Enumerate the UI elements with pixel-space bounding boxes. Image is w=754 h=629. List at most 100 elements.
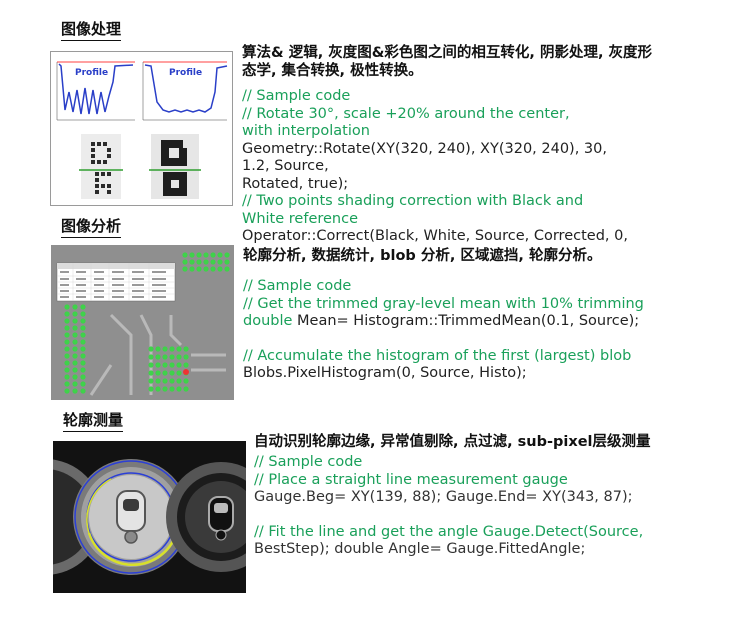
blob-dot [183,354,189,360]
blob-dot [224,259,230,265]
image-analysis-description: 轮廓分析, 数据统计, blob 分析, 区域遮挡, 轮廓分析。 [243,248,602,264]
blob-dot [196,252,202,258]
blob-dot [80,388,86,394]
blob-dot [80,332,86,338]
code-line: double Mean= Histogram::TrimmedMean(0.1,… [243,313,663,331]
blob-dot [162,362,168,368]
blob-dot [80,367,86,373]
blob-dot [183,362,189,368]
code-comment: // Fit the line and get the angle Gauge.… [254,523,644,540]
blob-dot [64,311,70,317]
blob-dot [72,325,78,331]
blob-dot [217,252,223,258]
code-line: Gauge.Beg= XY(139, 88); Gauge.End= XY(34… [254,489,633,505]
image-analysis-text: 轮廓分析, 数据统计, blob 分析, 区域遮挡, 轮廓分析。 // Samp… [243,247,663,383]
blob-dot [169,386,175,392]
blob-dot [176,354,182,360]
blob-dot [80,325,86,331]
blob-dot [64,304,70,310]
blob-dot [162,378,168,384]
blob-dot [72,311,78,317]
blob-dot [80,339,86,345]
blob-dot [196,266,202,272]
blob-dot [217,266,223,272]
blob-dot [72,374,78,380]
blob-dot [210,266,216,272]
blob-dot [148,370,154,376]
blob-dot [64,374,70,380]
blob-dot [64,332,70,338]
contour-measurement-text: 自动识别轮廓边缘, 异常值剔除, 点过滤, sub-pixel层级测量 // S… [254,433,654,559]
blob-dot [162,354,168,360]
blob-dot [162,370,168,376]
blob-dot [72,346,78,352]
blob-dot [155,354,161,360]
blob-dot [210,252,216,258]
blob-dot [72,318,78,324]
blob-dot [80,318,86,324]
blob-dot [183,386,189,392]
blob-dot [169,370,175,376]
blob-dot [162,386,168,392]
blob-dot [64,381,70,387]
blob-dot [189,266,195,272]
blob-dot [72,339,78,345]
blob-dot [203,266,209,272]
blob-dot [80,381,86,387]
blob-dot [72,367,78,373]
code-line: Geometry::Rotate(XY(320, 240), XY(320, 2… [242,140,607,175]
blob-dot [72,304,78,310]
blob-dot [182,252,188,258]
blob-dot [182,266,188,272]
blob-dot [176,346,182,352]
profile-label-right: Profile [169,68,203,78]
blob-dot [64,388,70,394]
code-fragment: Mean= Histogram::TrimmedMean(0.1, Source… [292,313,640,329]
blob-dot [148,386,154,392]
blob-dot [189,259,195,265]
image-analysis-figure [51,245,234,400]
blob-dot [72,381,78,387]
blob-dot [155,378,161,384]
contour-measurement-description: 自动识别轮廓边缘, 异常值剔除, 点过滤, sub-pixel层级测量 [254,434,651,450]
blob-dot [64,346,70,352]
blob-dot [210,259,216,265]
blob-dot [176,362,182,368]
code-comment: // Sample code [242,88,351,104]
blob-dot [169,378,175,384]
code-comment: // Get the trimmed gray-level mean with … [243,295,644,312]
blob-dot [80,304,86,310]
blob-dot [148,354,154,360]
section-heading-contour-measurement: 轮廓测量 [63,411,124,432]
code-comment: // Two points shading correction with Bl… [242,193,584,227]
blob-dot [203,259,209,265]
blob-dot [72,360,78,366]
blob-dot [169,354,175,360]
blob-dot [217,259,223,265]
blob-dot [176,378,182,384]
blob-analysis-graphic [51,245,234,400]
blob-dot [189,252,195,258]
blob-dot [64,360,70,366]
blob-dot [155,346,161,352]
blob-dot [148,362,154,368]
blob-dot [162,346,168,352]
code-comment: // Sample code [243,278,352,294]
blob-dot [169,362,175,368]
blob-dot [80,374,86,380]
blob-dot [155,386,161,392]
blob-dot [80,360,86,366]
blob-dot [148,346,154,352]
blob-dot [176,370,182,376]
profile-label-left: Profile [75,68,109,78]
blob-dot [72,332,78,338]
code-line: Blobs.PixelHistogram(0, Source, Histo); [243,365,527,381]
code-comment: // Rotate 30°, scale +20% around the cen… [242,105,570,140]
blob-dot [169,346,175,352]
blob-dot [72,388,78,394]
blob-dot [183,346,189,352]
code-line: Operator::Correct(Black, White, Source, … [242,228,628,244]
contour-measurement-figure [53,441,246,593]
blob-dot [155,370,161,376]
image-processing-figure: Profile Profile [50,51,233,206]
